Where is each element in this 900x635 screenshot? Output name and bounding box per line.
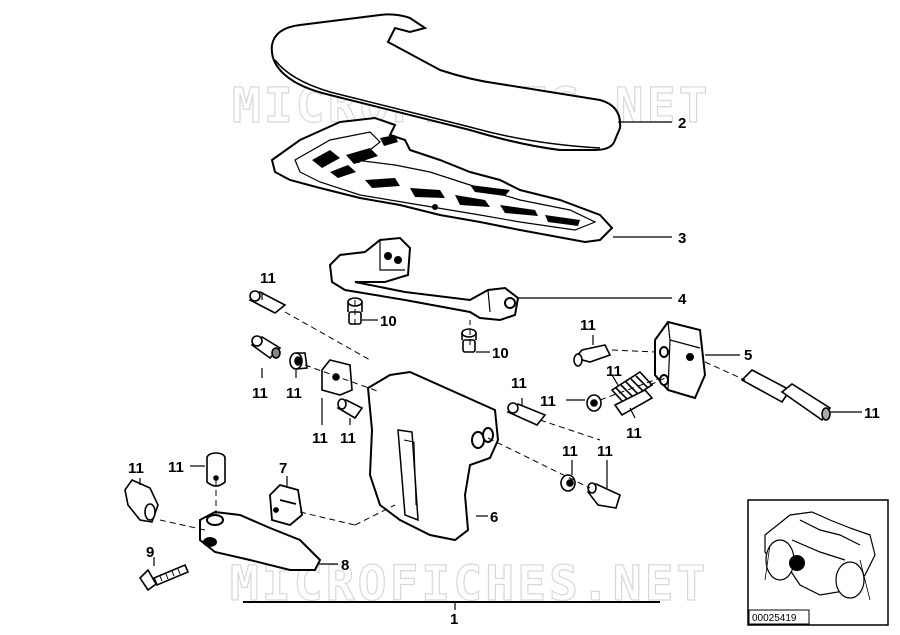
leader-lines (139, 121, 862, 610)
callout-11-washer: 11 (286, 385, 302, 402)
callout-1: 1 (450, 611, 458, 628)
part-knob (586, 482, 621, 509)
part-screw-10b (461, 328, 477, 353)
part-bracket (328, 236, 520, 322)
callout-5: 5 (744, 347, 752, 364)
part-bolt-9 (138, 563, 190, 592)
part-block-5 (654, 320, 707, 400)
part-sleeve-b (250, 335, 282, 360)
part-mount-body (366, 370, 500, 542)
part-screw-10a (347, 297, 363, 325)
callout-11-plate: 11 (312, 430, 328, 447)
part-pin-a (248, 290, 287, 314)
part-number: 00025419 (752, 613, 797, 624)
callout-11-pin: 11 (260, 270, 276, 287)
callout-11-washer-h: 11 (562, 443, 578, 460)
assembly-lines (159, 300, 746, 531)
callout-11-long-pin: 11 (864, 405, 880, 422)
part-small-screw (573, 344, 612, 367)
callout-10b: 10 (492, 345, 509, 362)
part-sleeve-f (506, 402, 547, 426)
callout-labels: 2 3 4 10 10 5 6 7 8 9 1 11 11 11 11 11 1… (128, 115, 880, 628)
callout-11-spring: 11 (606, 363, 622, 380)
part-clip (269, 483, 303, 526)
callout-11-clamp: 11 (128, 460, 144, 477)
part-tread-plate (270, 116, 614, 244)
callout-11-sleeve: 11 (252, 385, 268, 402)
callout-11-spring-b: 11 (626, 425, 642, 442)
location-marker (789, 555, 805, 571)
inset-location-view: 00025419 (747, 499, 889, 626)
part-sleeve-e (336, 398, 364, 420)
part-pad (270, 13, 622, 151)
part-sleeve-i (206, 452, 226, 487)
motorcycle-icon (764, 511, 876, 601)
callout-4: 4 (678, 291, 687, 308)
callout-11-sleeve-f: 11 (511, 375, 527, 392)
part-plate-d (321, 359, 353, 396)
callout-3: 3 (678, 230, 686, 247)
callout-7: 7 (279, 460, 287, 477)
callout-11-knob: 11 (597, 443, 613, 460)
callout-11-washer-g: 11 (540, 393, 556, 410)
part-washer-g (586, 394, 602, 412)
callout-10a: 10 (380, 313, 397, 330)
callout-8: 8 (341, 557, 349, 574)
part-washer-c (289, 352, 308, 370)
callout-11-sleeve-i: 11 (168, 459, 184, 476)
part-footrest-lever (199, 510, 322, 571)
callout-2: 2 (678, 115, 686, 132)
callout-9: 9 (146, 544, 154, 561)
part-washer-h (560, 474, 576, 492)
part-long-pin (740, 369, 832, 422)
callout-11-screw: 11 (580, 317, 596, 334)
callout-11-sleeve-e: 11 (340, 430, 356, 447)
callout-6: 6 (490, 509, 498, 526)
part-number-box (748, 609, 810, 625)
part-clamp (124, 479, 159, 523)
